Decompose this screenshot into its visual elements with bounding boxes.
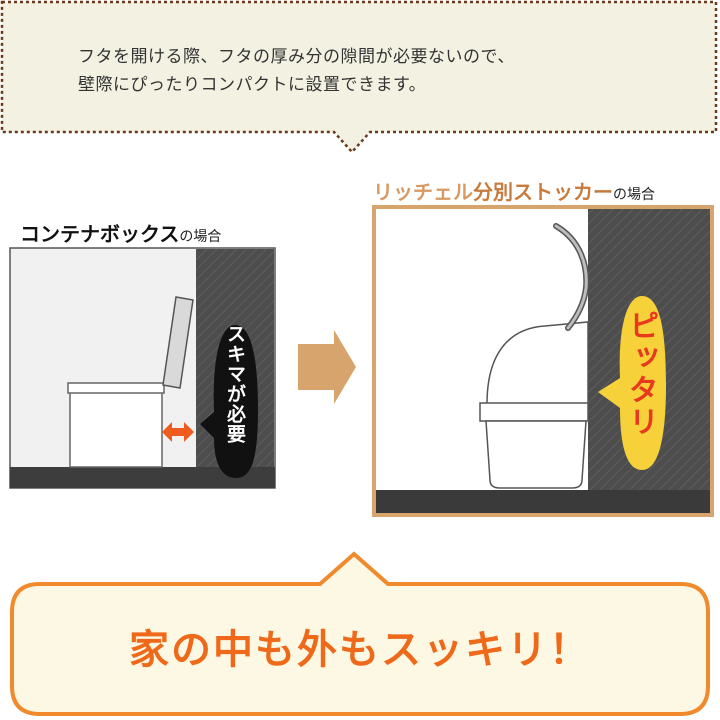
- slogan-bubble: [10, 551, 710, 716]
- intro-text-line-2: 壁際にぴったりコンパクトに設置できます。: [78, 75, 427, 95]
- right-panel-title-suffix: の場合: [613, 187, 655, 203]
- stocker-rim: [479, 402, 589, 422]
- right-floor: [376, 490, 710, 513]
- right-panel-title-prefix: リッチェル: [373, 180, 473, 204]
- right-panel-title: リッチェル分別ストッカーの場合: [373, 176, 655, 205]
- stocker-lower-body: [485, 420, 587, 489]
- gap-required-label: スキマが必要: [224, 324, 246, 444]
- container-box-body: [69, 391, 163, 468]
- stocker-scene: [372, 205, 714, 517]
- right-panel-title-main: 分別ストッカー: [473, 180, 613, 204]
- left-panel-title: コンテナボックスの場合: [20, 218, 221, 247]
- intro-speech-bubble: [0, 0, 718, 154]
- slogan-text: 家の中も外もスッキリ！: [129, 627, 591, 673]
- stocker-upper-body: [486, 321, 589, 405]
- gap-callout-bubble: [200, 325, 258, 478]
- left-panel-title-suffix: の場合: [179, 229, 222, 245]
- container-box-lid: [162, 296, 194, 389]
- fit-callout-bubble: [598, 296, 666, 470]
- intro-text-line-1: フタを開ける際、フタの厚み分の隙間が必要ないので、: [78, 47, 515, 67]
- perfect-fit-label: ピッタリ: [623, 310, 658, 438]
- compare-arrow: [298, 330, 356, 404]
- container-box-scene: [9, 247, 276, 489]
- left-panel-title-main: コンテナボックス: [20, 222, 180, 246]
- gap-arrow: [162, 422, 194, 442]
- left-floor: [10, 467, 275, 488]
